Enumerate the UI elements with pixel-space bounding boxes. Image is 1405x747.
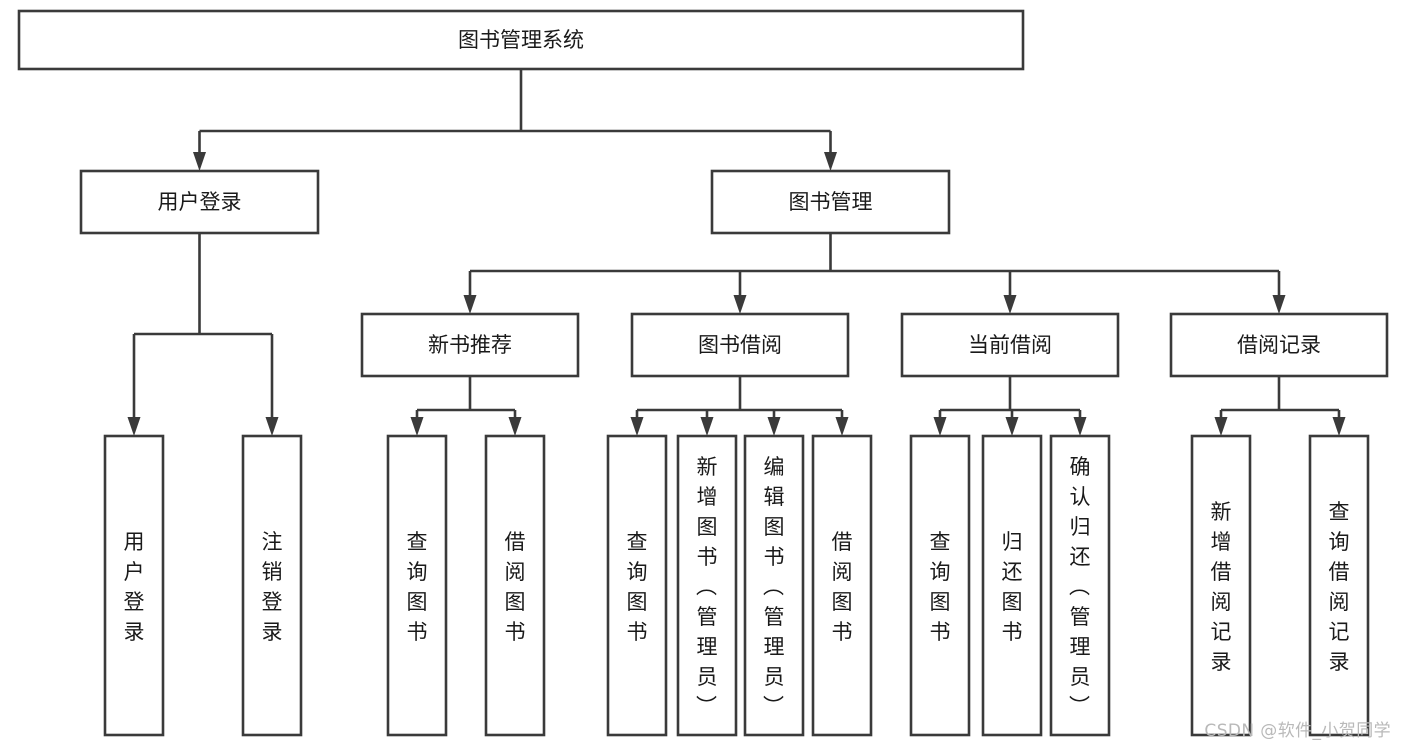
- arrow-head-icon: [835, 417, 849, 436]
- node-label: 用户登录: [158, 190, 242, 214]
- node-label: 新增图书（管理员）: [696, 455, 718, 719]
- node-label: 用户登录: [124, 530, 145, 644]
- node-box: [630, 312, 850, 378]
- node-label: 图书管理: [789, 190, 873, 214]
- node-box: [1169, 312, 1389, 378]
- node-box: [241, 434, 303, 737]
- edge-group-root: [193, 69, 837, 171]
- edge-group-user-login: [127, 233, 279, 436]
- node-label: 编辑图书（管理员）: [763, 455, 785, 719]
- node-label: 借阅图书: [832, 530, 853, 644]
- node-label: 借阅图书: [505, 530, 526, 644]
- connectors-layer: [127, 69, 1346, 436]
- node-leaf-查询图书-2[interactable]: 查询图书: [386, 434, 448, 737]
- node-box: [1190, 434, 1252, 737]
- node-leaf-查询图书-4[interactable]: 查询图书: [606, 434, 668, 737]
- edge-group-当前借阅: [933, 376, 1087, 436]
- arrow-head-icon: [1003, 295, 1017, 314]
- csdn-watermark: CSDN @软件_小贺同学: [1204, 721, 1391, 741]
- node-box: [606, 434, 668, 737]
- arrow-head-icon: [193, 152, 206, 171]
- node-l2-图书管理-1[interactable]: 图书管理: [710, 169, 951, 235]
- node-leaf-新增借阅记录-11[interactable]: 新增借阅记录: [1190, 434, 1252, 737]
- arrow-head-icon: [508, 417, 522, 436]
- arrow-head-icon: [933, 417, 947, 436]
- node-box: [811, 434, 873, 737]
- arrow-head-icon: [265, 417, 279, 436]
- node-label: 归还图书: [1002, 530, 1023, 644]
- edge-group-图书借阅: [630, 376, 849, 436]
- node-leaf-借阅图书-7[interactable]: 借阅图书: [811, 434, 873, 737]
- arrow-head-icon: [767, 417, 781, 436]
- node-label: 新增借阅记录: [1211, 500, 1232, 674]
- node-box: [484, 434, 546, 737]
- edge-group-新书推荐: [410, 376, 522, 436]
- node-box: [17, 9, 1025, 71]
- node-l3-新书推荐-0[interactable]: 新书推荐: [360, 312, 580, 378]
- node-l2-用户登录-0[interactable]: 用户登录: [79, 169, 320, 235]
- node-label: 查询图书: [627, 530, 648, 644]
- node-leaf-查询图书-8[interactable]: 查询图书: [909, 434, 971, 737]
- node-box: [676, 434, 738, 737]
- node-leaf-用户登录-0[interactable]: 用户登录: [103, 434, 165, 737]
- node-label: 查询图书: [407, 530, 428, 644]
- arrow-head-icon: [630, 417, 644, 436]
- node-leaf-确认归还管理员-10[interactable]: 确认归还（管理员）: [1049, 434, 1111, 737]
- node-l3-借阅记录-3[interactable]: 借阅记录: [1169, 312, 1389, 378]
- node-label: 注销登录: [262, 530, 283, 644]
- node-leaf-编辑图书管理员-6[interactable]: 编辑图书（管理员）: [743, 434, 805, 737]
- node-root-图书管理系统-0[interactable]: 图书管理系统: [17, 9, 1025, 71]
- node-leaf-借阅图书-3[interactable]: 借阅图书: [484, 434, 546, 737]
- node-label: 确认归还（管理员）: [1069, 455, 1091, 719]
- arrow-head-icon: [1073, 417, 1087, 436]
- arrow-head-icon: [1272, 295, 1286, 314]
- node-leaf-查询借阅记录-12[interactable]: 查询借阅记录: [1308, 434, 1370, 737]
- node-leaf-注销登录-1[interactable]: 注销登录: [241, 434, 303, 737]
- node-box: [1049, 434, 1111, 737]
- node-box: [710, 169, 951, 235]
- nodes-layer: 图书管理系统用户登录图书管理新书推荐图书借阅当前借阅借阅记录用户登录注销登录查询…: [17, 9, 1389, 737]
- node-box: [743, 434, 805, 737]
- node-label: 查询图书: [930, 530, 951, 644]
- node-label: 新书推荐: [428, 333, 512, 357]
- arrow-head-icon: [463, 295, 477, 314]
- node-label: 借阅记录: [1237, 333, 1321, 357]
- edge-group-借阅记录: [1214, 376, 1346, 436]
- node-label: 图书借阅: [698, 333, 782, 357]
- node-box: [79, 169, 320, 235]
- arrow-head-icon: [1005, 417, 1019, 436]
- arrow-head-icon: [700, 417, 714, 436]
- node-l3-图书借阅-1[interactable]: 图书借阅: [630, 312, 850, 378]
- node-box: [909, 434, 971, 737]
- node-leaf-归还图书-9[interactable]: 归还图书: [981, 434, 1043, 737]
- node-label: 当前借阅: [968, 333, 1052, 357]
- node-label: 图书管理系统: [458, 28, 584, 52]
- node-label: 查询借阅记录: [1329, 500, 1350, 674]
- node-leaf-新增图书管理员-5[interactable]: 新增图书（管理员）: [676, 434, 738, 737]
- node-box: [981, 434, 1043, 737]
- arrow-head-icon: [1332, 417, 1346, 436]
- node-box: [386, 434, 448, 737]
- arrow-head-icon: [127, 417, 141, 436]
- node-l3-当前借阅-2[interactable]: 当前借阅: [900, 312, 1120, 378]
- node-box: [1308, 434, 1370, 737]
- node-box: [360, 312, 580, 378]
- arrow-head-icon: [1214, 417, 1228, 436]
- arrow-head-icon: [824, 152, 837, 171]
- node-box: [103, 434, 165, 737]
- edge-group-book-management: [463, 233, 1286, 314]
- arrow-head-icon: [733, 295, 747, 314]
- arrow-head-icon: [410, 417, 424, 436]
- node-box: [900, 312, 1120, 378]
